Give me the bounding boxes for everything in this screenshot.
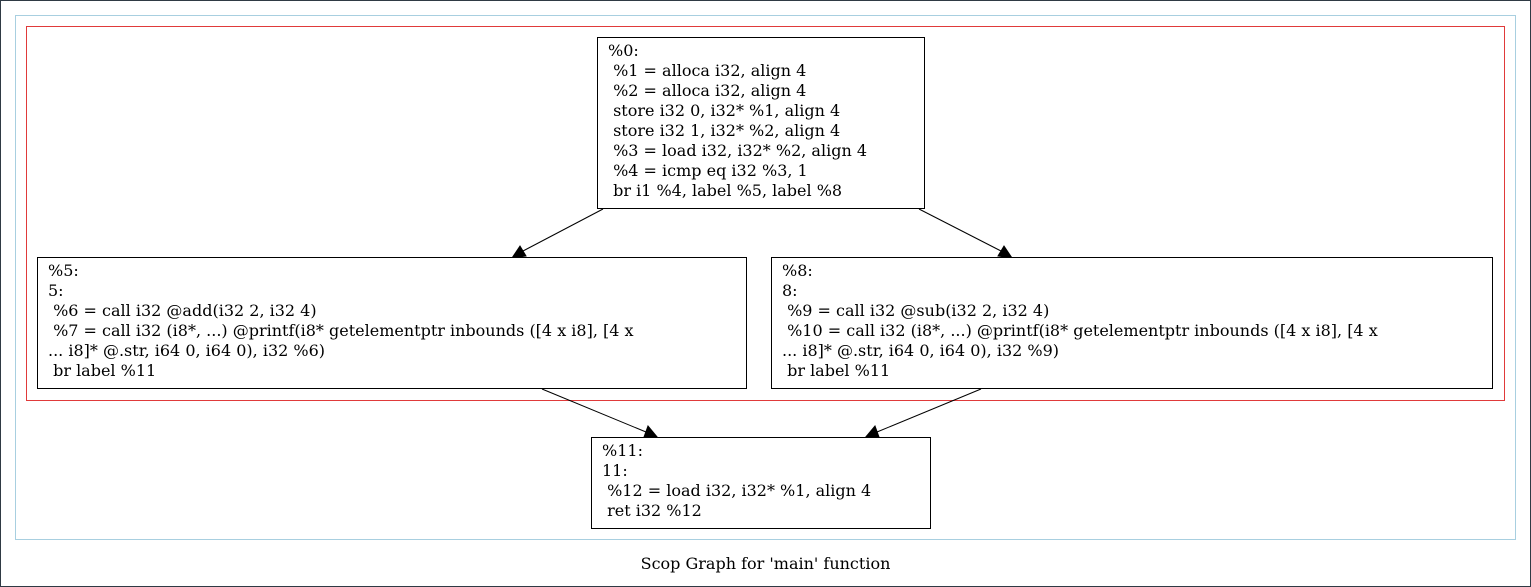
block-11-line: 11: [602, 461, 628, 480]
basic-block-11: %11: 11: %12 = load i32, i32* %1, align … [591, 437, 931, 529]
block-8-line: ... i8]* @.str, i64 0, i64 0), i32 %9) [782, 341, 1060, 360]
basic-block-8: %8: 8: %9 = call i32 @sub(i32 2, i32 4) … [771, 257, 1493, 389]
block-5-line: br label %11 [48, 361, 157, 380]
graph-caption: Scop Graph for 'main' function [640, 554, 891, 573]
basic-block-5: %5: 5: %6 = call i32 @add(i32 2, i32 4) … [37, 257, 747, 389]
block-8-line: %10 = call i32 (i8*, ...) @printf(i8* ge… [782, 321, 1378, 340]
block-5-line: 5: [48, 281, 64, 300]
block-0-line: store i32 1, i32* %2, align 4 [608, 121, 841, 140]
block-5-line: %6 = call i32 @add(i32 2, i32 4) [48, 301, 317, 320]
block-0-line: store i32 0, i32* %1, align 4 [608, 101, 841, 120]
block-0-line: %0: [608, 41, 639, 60]
block-0-line: br i1 %4, label %5, label %8 [608, 181, 843, 200]
block-8-line: 8: [782, 281, 798, 300]
block-0-line: %4 = icmp eq i32 %3, 1 [608, 161, 808, 180]
block-8-line: br label %11 [782, 361, 891, 380]
block-11-line: ret i32 %12 [602, 501, 702, 520]
block-8-line: %9 = call i32 @sub(i32 2, i32 4) [782, 301, 1050, 320]
block-5-line: ... i8]* @.str, i64 0, i64 0), i32 %6) [48, 341, 326, 360]
block-0-line: %2 = alloca i32, align 4 [608, 81, 807, 100]
scop-region-cluster [26, 26, 1505, 401]
block-11-line: %12 = load i32, i32* %1, align 4 [602, 481, 872, 500]
block-0-line: %1 = alloca i32, align 4 [608, 61, 807, 80]
block-5-line: %5: [48, 261, 79, 280]
block-0-line: %3 = load i32, i32* %2, align 4 [608, 141, 868, 160]
block-8-line: %8: [782, 261, 813, 280]
basic-block-0: %0: %1 = alloca i32, align 4 %2 = alloca… [597, 37, 925, 209]
block-5-line: %7 = call i32 (i8*, ...) @printf(i8* get… [48, 321, 634, 340]
block-11-line: %11: [602, 441, 643, 460]
function-cluster [15, 15, 1516, 540]
